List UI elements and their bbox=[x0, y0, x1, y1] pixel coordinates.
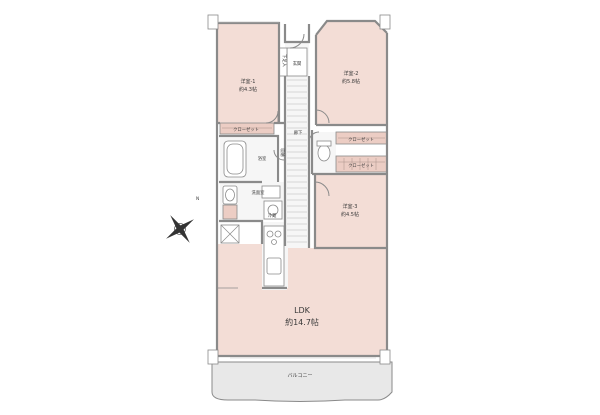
western-2-size: 約5.8帖 bbox=[342, 78, 360, 85]
balcony-area bbox=[211, 361, 393, 402]
room-western-3 bbox=[315, 174, 387, 248]
balcony-label: バルコニー bbox=[288, 373, 313, 379]
ldk-name: LDK bbox=[294, 306, 311, 315]
ldk-size: 約14.7帖 bbox=[285, 317, 319, 327]
western-1-size: 約4.3帖 bbox=[239, 86, 257, 93]
western-2-name: 洋室-2 bbox=[344, 70, 359, 77]
shoe-storage-label: 下足入 bbox=[281, 54, 287, 68]
closet-2-label: クローゼット bbox=[348, 136, 374, 143]
fridge-label: 冷蔵 bbox=[268, 212, 277, 219]
closet-western-1 bbox=[219, 122, 275, 135]
stove-burner bbox=[266, 230, 274, 238]
western-3-size: 約4.5帖 bbox=[341, 211, 359, 218]
compass-icon bbox=[166, 215, 194, 243]
closet-1-label: クローゼット bbox=[233, 126, 259, 133]
hallway-label: 廊下 bbox=[294, 129, 303, 136]
western-1-name: 洋室-1 bbox=[241, 78, 256, 85]
fridge-space bbox=[261, 185, 281, 199]
toilet bbox=[317, 144, 331, 162]
western-3-name: 洋室-3 bbox=[343, 203, 358, 210]
closet-3-label: クローゼット bbox=[348, 162, 374, 169]
washroom-label: 洗面室 bbox=[252, 189, 266, 196]
storage-label: 収納 bbox=[279, 148, 286, 157]
compass-north-label: N bbox=[196, 196, 199, 202]
bathroom-label: 浴室 bbox=[258, 155, 267, 162]
room-ldk bbox=[217, 244, 387, 356]
entrance-label: 玄関 bbox=[293, 60, 302, 67]
room-western-2 bbox=[316, 21, 387, 125]
room-western-1 bbox=[217, 23, 279, 123]
storage-box bbox=[222, 204, 238, 220]
hallway-floor-lines bbox=[287, 79, 307, 243]
kitchen-sink bbox=[266, 257, 282, 275]
